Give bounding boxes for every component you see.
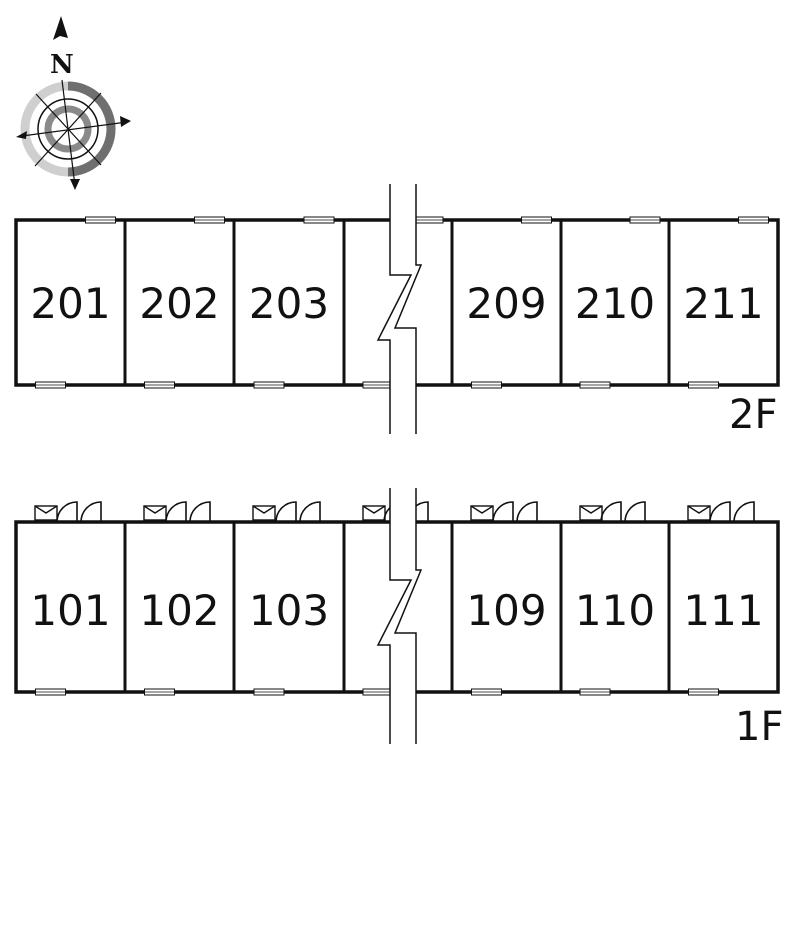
room-number: 109 [466,586,546,635]
unit-201: 201 [30,216,116,389]
unit-109: 109 [466,501,547,696]
unit-210: 210 [575,216,661,389]
ac-unit-icon [579,505,603,521]
floor-2f: 201 202 203 209 210 211 [14,184,780,434]
compass-outer-ring-dark [67,81,116,177]
room-number: 111 [683,586,763,635]
unit-211: 211 [683,216,769,389]
unit-203: 203 [249,216,335,389]
compass-ns-line [61,79,76,187]
unit-202: 202 [139,216,225,389]
door-swing-icon [624,501,646,523]
room-number: 203 [249,279,329,328]
door-swing-icon [516,501,538,523]
break-symbol-icon [376,184,423,434]
compass-north-label: N [50,50,74,80]
compass-ew-line [21,121,128,137]
door-swing-icon [275,501,297,523]
room-number: 101 [30,586,110,635]
break-symbol-icon [376,488,423,744]
floor-1f: 101 102 103 109 110 111 [14,488,780,744]
room-number: 202 [139,279,219,328]
ac-unit-icon [143,505,167,521]
room-number: 110 [575,586,655,635]
unit-209: 209 [466,216,552,389]
compass-icon: N [16,16,131,190]
compass-west-arrow [16,131,27,139]
ac-unit-icon [470,505,494,521]
unit-111: 111 [683,501,764,696]
door-swing-icon [492,501,514,523]
room-number: 210 [575,279,655,328]
ac-unit-icon [252,505,276,521]
door-swing-icon [600,501,622,523]
door-swing-icon [80,501,102,523]
room-number: 211 [683,279,763,328]
door-swing-icon [165,501,187,523]
compass-east-arrow [120,116,131,127]
unit-101: 101 [30,501,111,696]
unit-102: 102 [139,501,220,696]
room-number: 102 [139,586,219,635]
room-number: 209 [466,279,546,328]
door-swing-icon [56,501,78,523]
compass-middle-ring [37,98,99,160]
ac-unit-icon [687,505,711,521]
unit-110: 110 [575,501,655,696]
door-swing-icon [189,501,211,523]
compass-north-arrow [53,16,68,40]
ac-unit-icon [34,505,58,521]
door-swing-icon [299,501,321,523]
door-swing-icon [709,501,731,523]
door-swing-icon [733,501,755,523]
compass-inner-ring [44,105,92,153]
room-number: 103 [249,586,329,635]
compass-diag-line-2 [34,92,102,167]
ac-unit-icon [362,505,386,521]
room-number: 201 [30,279,110,328]
unit-103: 103 [249,501,329,696]
compass-south-arrow [70,179,80,190]
floor-label-2f: 2F [729,392,777,438]
floor-label-1f: 1F [735,704,783,750]
